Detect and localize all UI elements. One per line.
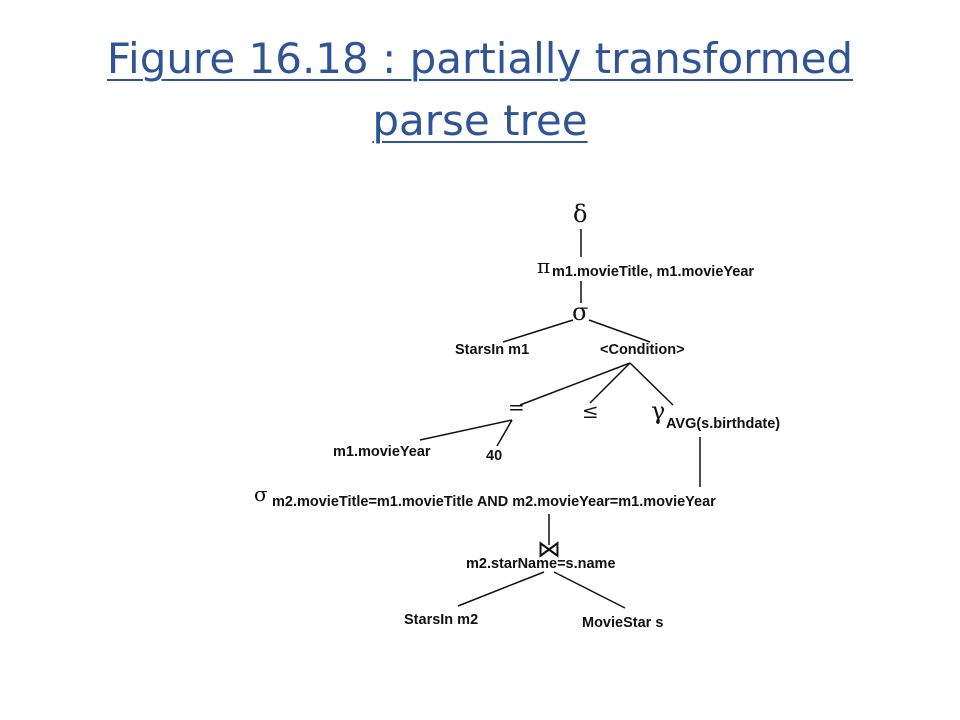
sigma-symbol-top: σ [572, 298, 588, 326]
pi-symbol: π [537, 254, 550, 278]
edge-eq-forty [496, 419, 513, 447]
condition-label: <Condition> [600, 342, 685, 358]
edge-sigma-starsin-m1 [502, 319, 574, 343]
m1-movieyear-label: m1.movieYear [333, 444, 431, 460]
join-condition: m2.starName=s.name [466, 556, 616, 572]
starsin-m2-label: StarsIn m2 [404, 612, 478, 628]
edge-sigma-condition [588, 319, 651, 343]
equals-symbol: = [508, 395, 525, 419]
gamma-symbol: γ [651, 397, 665, 425]
gamma-aggregate: AVG(s.birthdate) [666, 416, 780, 432]
moviestar-s-label: MovieStar s [582, 615, 663, 631]
join-symbol: ⋈ [537, 535, 561, 563]
title-line-2: parse tree [372, 96, 588, 145]
forty-label: 40 [486, 448, 502, 464]
leq-symbol: ≤ [582, 399, 599, 423]
sigma-symbol-mid: σ [254, 482, 268, 506]
edge-join-starsin-m2 [457, 571, 545, 607]
slide-title: Figure 16.18 : partially transformed par… [40, 28, 920, 152]
edge-join-moviestar-s [553, 571, 626, 609]
edge-condition-leq [589, 362, 631, 404]
delta-symbol: δ [573, 200, 587, 228]
edge-condition-gamma [629, 362, 674, 406]
edge-condition-eq [519, 362, 631, 406]
edge-eq-m1-movieyear [419, 419, 513, 441]
sigma-condition: m2.movieTitle=m1.movieTitle AND m2.movie… [272, 494, 716, 510]
title-line-1: Figure 16.18 : partially transformed [106, 34, 854, 83]
pi-attributes: m1.movieTitle, m1.movieYear [552, 264, 754, 280]
starsin-m1-label: StarsIn m1 [455, 342, 529, 358]
